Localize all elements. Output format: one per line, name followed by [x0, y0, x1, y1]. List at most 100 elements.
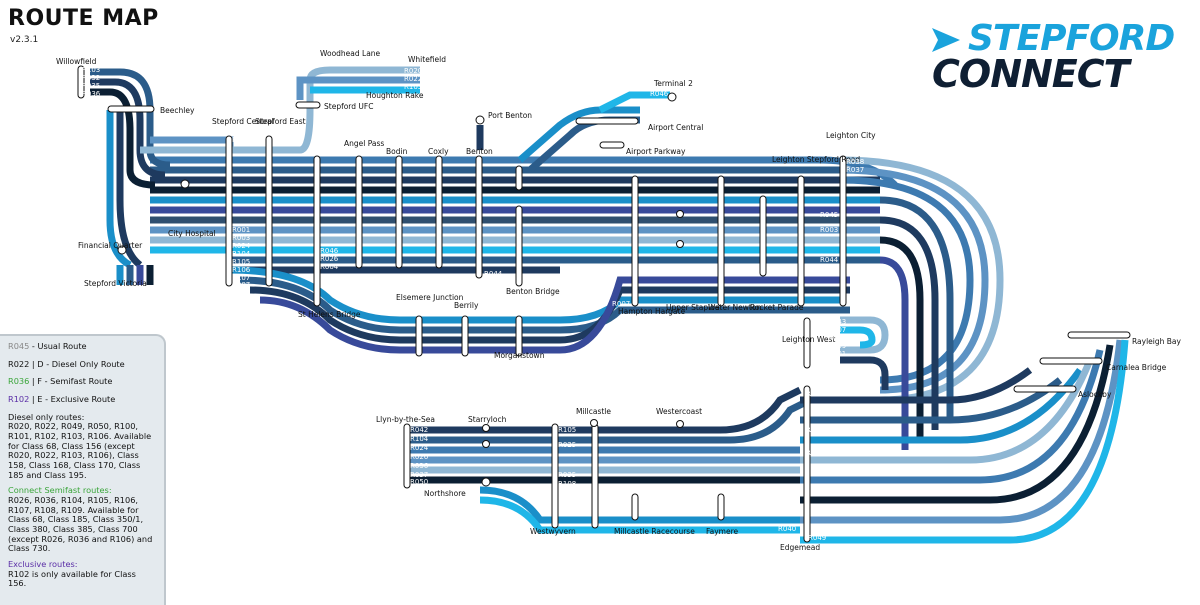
route-code: R022 — [404, 75, 422, 83]
station-platform — [803, 317, 811, 369]
route-code: R108 — [558, 480, 576, 488]
route-line — [840, 356, 889, 390]
legend-semifast-body: R026, R036, R104, R105, R106, R107, R108… — [8, 495, 153, 554]
route-code: R024 — [410, 444, 429, 452]
station-stop — [481, 477, 491, 487]
route-code: R040 — [778, 525, 796, 533]
logo-line-2: CONNECT — [932, 52, 1130, 96]
route-code: R039 — [828, 334, 846, 342]
stepford-connect-logo: STEPFORD CONNECT — [928, 18, 1188, 96]
route-line — [800, 349, 1104, 484]
station-label: Millcastle — [576, 407, 611, 416]
route-code: R102 — [558, 504, 576, 512]
station-platform — [759, 195, 767, 277]
station-label: Water Newton — [708, 303, 761, 312]
route-code: R042 — [410, 426, 428, 434]
route-line — [116, 110, 143, 268]
route-code: R045 — [820, 211, 838, 219]
station-label: Aslockby — [1078, 390, 1112, 399]
station-platform — [77, 65, 85, 99]
station-label: Upper Staploe — [666, 303, 720, 312]
route-code: R024 — [232, 242, 251, 250]
station-label: Airport Parkway — [626, 147, 686, 156]
route-code: R046 — [320, 247, 339, 255]
legend-exclusive-text: | E - Exclusive Route — [29, 394, 116, 405]
route-line — [840, 326, 876, 349]
station-label: Financial Quarter — [78, 241, 143, 250]
station-label: Houghton Rake — [366, 91, 424, 100]
station-platform — [515, 205, 523, 287]
station-stop — [590, 419, 598, 427]
station-label: Edgemead — [780, 543, 820, 552]
station-label: Bodin — [386, 147, 408, 156]
station-label: Stepford UFC — [324, 102, 373, 111]
route-legend: R045 - Usual Route R022 | D - Diesel Onl… — [0, 334, 166, 605]
station-platform — [1013, 385, 1077, 393]
station-platform — [395, 155, 403, 269]
route-code: R106 — [232, 266, 251, 274]
station-label: Whitefield — [408, 55, 446, 64]
station-stop — [482, 424, 490, 432]
route-line — [90, 78, 166, 179]
route-line — [106, 110, 132, 269]
route-line — [259, 276, 850, 354]
station-labels: Willowfield Beechley Stepford Central St… — [56, 49, 1182, 552]
route-code: R039 — [484, 278, 502, 286]
route-line — [879, 196, 954, 420]
legend-exclusive-body: R102 is only available for Class 156. — [8, 568, 136, 589]
station-platform — [355, 155, 363, 269]
route-line — [800, 358, 1094, 464]
route-line — [879, 256, 909, 450]
route-code: R038 — [846, 158, 864, 166]
route-code: R036 — [82, 90, 101, 98]
station-stop — [676, 240, 684, 248]
station-label: Llyn-by-the-Sea — [376, 415, 435, 424]
route-line — [800, 339, 1124, 524]
route-code: R035 — [558, 471, 576, 479]
station-platform — [403, 423, 411, 489]
route-line — [840, 316, 889, 354]
station-label: Morganstown — [494, 351, 545, 360]
route-code: R004 — [806, 426, 825, 434]
station-label: Willowfield — [56, 57, 97, 66]
route-code: R025 — [558, 441, 576, 449]
station-platform — [1039, 357, 1103, 365]
route-code: R048 — [650, 98, 668, 106]
station-label: Beechley — [160, 106, 195, 115]
legend-semifast-code: R036 — [8, 376, 30, 387]
route-line — [800, 339, 1129, 544]
route-line — [800, 367, 1033, 404]
route-line — [517, 106, 640, 163]
station-label: Leighton City — [826, 131, 876, 140]
station-platform — [591, 423, 599, 529]
route-code: R042 — [828, 364, 846, 372]
station-label: Leighton West — [782, 335, 835, 344]
route-code: R046 — [650, 90, 669, 98]
station-label: Airport Central — [648, 123, 703, 132]
route-code: R103 — [82, 66, 100, 74]
legend-usual-text: - Usual Route — [29, 341, 87, 351]
route-line — [879, 216, 939, 430]
logo-line-1: STEPFORD — [968, 18, 1175, 59]
station-platform — [631, 493, 639, 521]
legend-diesel-code: R022 — [8, 358, 30, 369]
station-platform — [415, 315, 423, 357]
station-label: Angel Pass — [344, 139, 384, 148]
station-platform — [313, 155, 321, 307]
route-code: R003 — [820, 226, 838, 234]
legend-semifast-heading: Connect Semifast routes: — [8, 485, 112, 496]
station-label: Terminal 2 — [653, 79, 693, 88]
route-code: R020 — [404, 67, 422, 75]
route-code: R105 — [558, 426, 576, 434]
legend-diesel-text: | D - Diesel Only Route — [29, 358, 125, 369]
page-title: ROUTE MAP — [8, 6, 159, 31]
station-label: Port Benton — [488, 111, 532, 120]
route-code: R103 — [404, 83, 422, 91]
route-code: R038 — [558, 495, 576, 503]
route-line — [800, 344, 1114, 504]
station-platform — [839, 155, 847, 307]
station-platform — [551, 423, 559, 529]
route-code: R044 — [484, 270, 503, 278]
route-line — [229, 266, 840, 324]
route-line — [150, 156, 898, 188]
